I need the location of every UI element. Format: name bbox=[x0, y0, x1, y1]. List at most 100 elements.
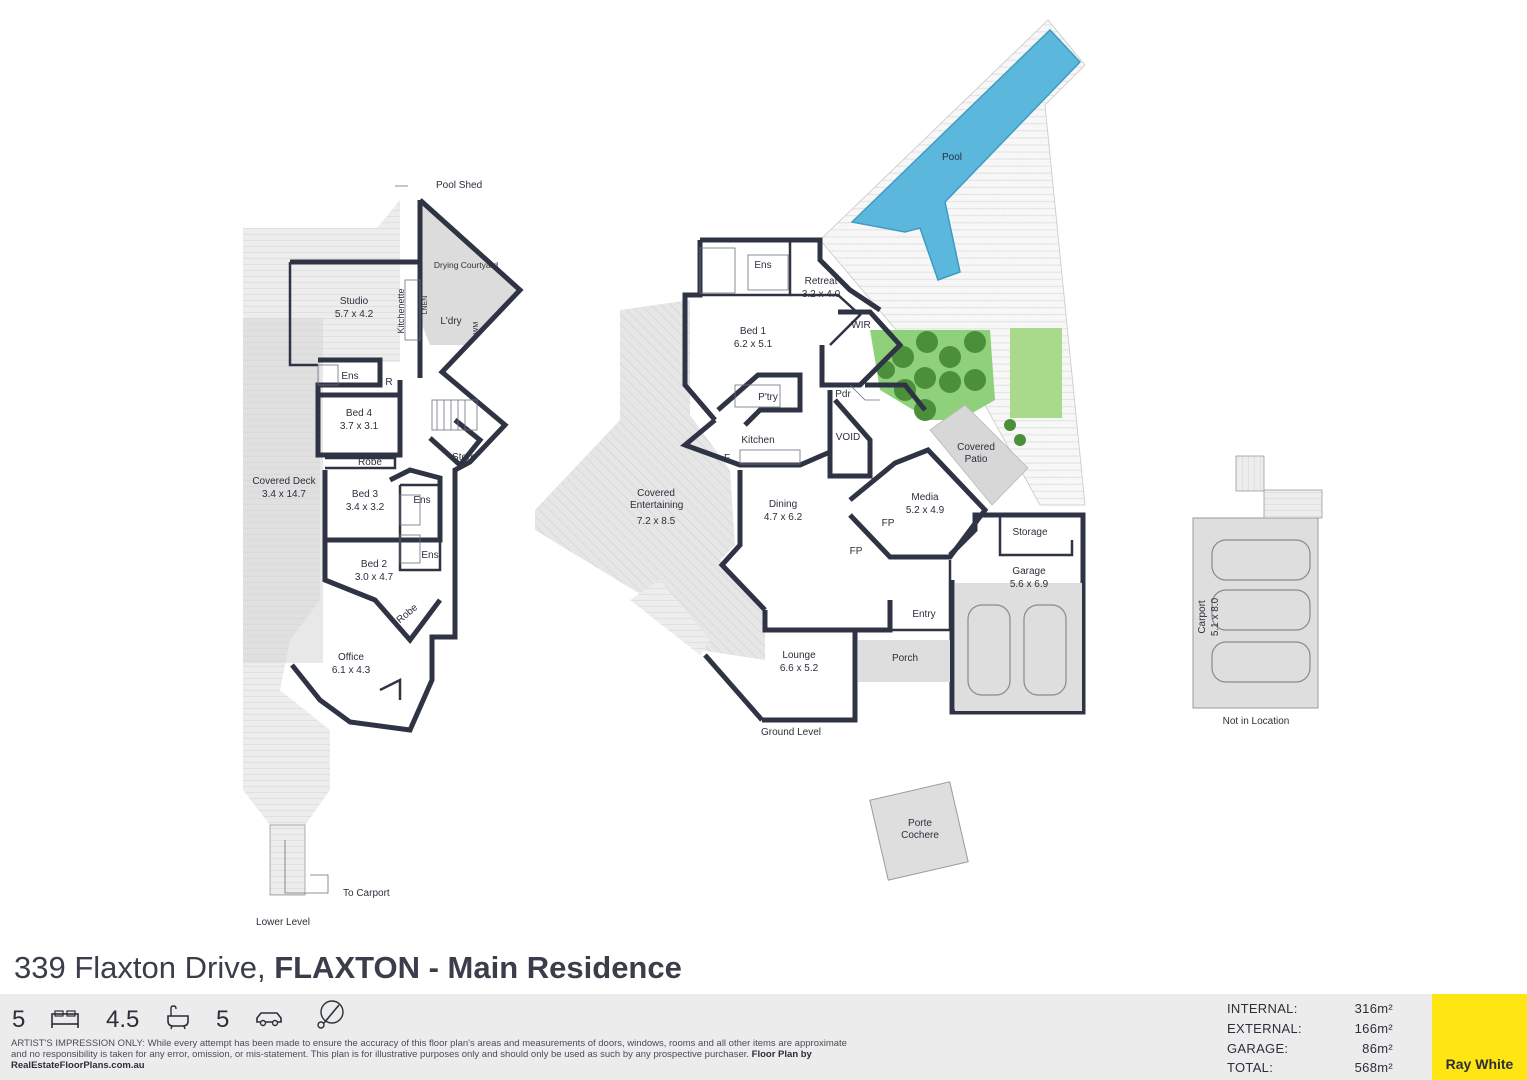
footer-bar: 5 4.5 5 ARTIST'S IMPRESSION ONLY: While … bbox=[0, 994, 1527, 1080]
lower-level-label: Lower Level bbox=[256, 917, 310, 928]
bathroom-count: 4.5 bbox=[106, 1006, 140, 1033]
area-label: EXTERNAL: bbox=[1227, 1021, 1302, 1036]
porch-area bbox=[858, 640, 950, 682]
bed3-label: Bed 3 bbox=[352, 489, 379, 500]
garage-size: 5.6 x 6.9 bbox=[1010, 579, 1049, 590]
pool-shed-label: Pool Shed bbox=[436, 180, 482, 191]
entertaining-steps bbox=[630, 580, 710, 655]
carport: Carport 5.1 x 8.0 Not in Location bbox=[1192, 455, 1323, 727]
retreat-label: Retreat bbox=[805, 276, 838, 287]
kitchenette-label: Kitchenette bbox=[396, 288, 406, 333]
wm-label: WM bbox=[473, 322, 480, 335]
lower-level: Pool Shed Drying Courtyard Studio 5.7 x … bbox=[243, 180, 524, 928]
lawn bbox=[1010, 328, 1062, 418]
area-row-internal: INTERNAL: 316m² bbox=[1227, 1001, 1393, 1016]
area-label: INTERNAL: bbox=[1227, 1001, 1298, 1016]
suburb-text: FLAXTON - Main Residence bbox=[274, 950, 682, 985]
bed1-size: 6.2 x 5.1 bbox=[734, 339, 773, 350]
area-value: 316m² bbox=[1354, 1001, 1393, 1016]
storage-label: Storage bbox=[1012, 527, 1047, 538]
fp2-label: FP bbox=[850, 546, 863, 557]
area-label: GARAGE: bbox=[1227, 1041, 1289, 1056]
ens-top-label: Ens bbox=[341, 371, 358, 382]
area-label: TOTAL: bbox=[1227, 1060, 1274, 1075]
ens-mid-label: Ens bbox=[413, 495, 430, 506]
linen-label: LNEN bbox=[422, 296, 429, 315]
bed2-label: Bed 2 bbox=[361, 559, 388, 570]
covered-patio-label: Covered Patio bbox=[957, 442, 995, 465]
bed-icon bbox=[51, 1010, 79, 1028]
covered-entertaining-label: Covered Entertaining bbox=[630, 488, 684, 511]
covered-deck-shade bbox=[243, 318, 323, 663]
f-label: F bbox=[724, 453, 730, 464]
covered-patio-area bbox=[929, 404, 1029, 506]
bed4-label: Bed 4 bbox=[346, 408, 373, 419]
porte-cochere-label: Porte Cochere bbox=[901, 818, 939, 841]
ground-level: Pool Ens Retreat 3.2 x 4.0 Bed 1 6.2 x 5… bbox=[535, 19, 1086, 881]
bath-icon bbox=[167, 1005, 189, 1030]
address-text: 339 Flaxton Drive, bbox=[14, 950, 266, 985]
carport-stairs bbox=[1235, 455, 1265, 492]
pantry-label: P'try bbox=[758, 392, 778, 403]
garage-floor bbox=[955, 583, 1082, 711]
lounge-size: 6.6 x 5.2 bbox=[780, 663, 819, 674]
carport-size: 5.1 x 8.0 bbox=[1210, 597, 1221, 636]
bed3-size: 3.4 x 3.2 bbox=[346, 502, 385, 513]
to-carport-label: To Carport bbox=[343, 888, 390, 899]
compass-icon bbox=[317, 1000, 344, 1029]
office-label: Office bbox=[338, 652, 364, 663]
wir-label: WIR bbox=[851, 320, 870, 331]
lounge-label: Lounge bbox=[782, 650, 816, 661]
garage-cars bbox=[967, 604, 1067, 696]
covered-deck-label: Covered Deck bbox=[252, 476, 316, 487]
drying-courtyard-area bbox=[420, 200, 520, 345]
dining-size: 4.7 x 6.2 bbox=[764, 512, 803, 523]
dining-label: Dining bbox=[769, 499, 797, 510]
covered-entertaining-area bbox=[535, 300, 765, 660]
area-value: 568m² bbox=[1354, 1060, 1393, 1075]
ens-low-label: Ens bbox=[421, 550, 438, 561]
area-row-total: TOTAL: 568m² bbox=[1227, 1060, 1393, 1075]
car-icon bbox=[256, 1012, 282, 1027]
drying-courtyard-label: Drying Courtyard bbox=[433, 260, 499, 270]
car-count: 5 bbox=[216, 1006, 230, 1033]
robe-low-label: Robe bbox=[395, 602, 421, 626]
disclaimer-body: ARTIST'S IMPRESSION ONLY: While every at… bbox=[11, 1038, 847, 1060]
pdr-label: Pdr bbox=[835, 389, 851, 400]
plan-credit: Floor Plan by RealEstateFloorPlans.com.a… bbox=[11, 1049, 812, 1071]
carport-area bbox=[1192, 517, 1319, 709]
studio-size: 5.7 x 4.2 bbox=[335, 309, 374, 320]
retreat-size: 3.2 x 4.0 bbox=[802, 289, 841, 300]
ground-level-label: Ground Level bbox=[761, 727, 821, 738]
covered-entertaining-size: 7.2 x 8.5 bbox=[637, 516, 676, 527]
bed2-size: 3.0 x 4.7 bbox=[355, 572, 394, 583]
bed1-label: Bed 1 bbox=[740, 326, 767, 337]
void-label: VOID bbox=[836, 432, 860, 443]
fp1-label: FP bbox=[882, 518, 895, 529]
r-label: R bbox=[385, 377, 392, 388]
office-size: 6.1 x 4.3 bbox=[332, 665, 371, 676]
laundry-label: L'dry bbox=[440, 316, 461, 327]
bedroom-count: 5 bbox=[12, 1006, 26, 1033]
brand-name: Ray White bbox=[1445, 1056, 1514, 1072]
bed4-size: 3.7 x 3.1 bbox=[340, 421, 379, 432]
page-title: 339 Flaxton Drive, FLAXTON - Main Reside… bbox=[14, 950, 682, 986]
pool-label: Pool bbox=[942, 152, 962, 163]
pool bbox=[850, 28, 1082, 281]
area-value: 86m² bbox=[1362, 1041, 1393, 1056]
not-in-location-label: Not in Location bbox=[1223, 716, 1290, 727]
garage-label: Garage bbox=[1012, 566, 1046, 577]
kitchen-label: Kitchen bbox=[741, 435, 774, 446]
carport-path bbox=[284, 840, 329, 894]
area-value: 166m² bbox=[1354, 1021, 1393, 1036]
disclaimer-text: ARTIST'S IMPRESSION ONLY: While every at… bbox=[11, 1038, 851, 1071]
robe-mid-label: Robe bbox=[358, 457, 382, 468]
carport-label: Carport bbox=[1197, 600, 1208, 634]
covered-deck-size: 3.4 x 14.7 bbox=[262, 489, 306, 500]
media-label: Media bbox=[911, 492, 939, 503]
stairs bbox=[269, 824, 306, 896]
area-row-garage: GARAGE: 86m² bbox=[1227, 1041, 1393, 1056]
studio-label: Studio bbox=[340, 296, 369, 307]
media-size: 5.2 x 4.9 bbox=[906, 505, 945, 516]
ens-label: Ens bbox=[754, 260, 771, 271]
